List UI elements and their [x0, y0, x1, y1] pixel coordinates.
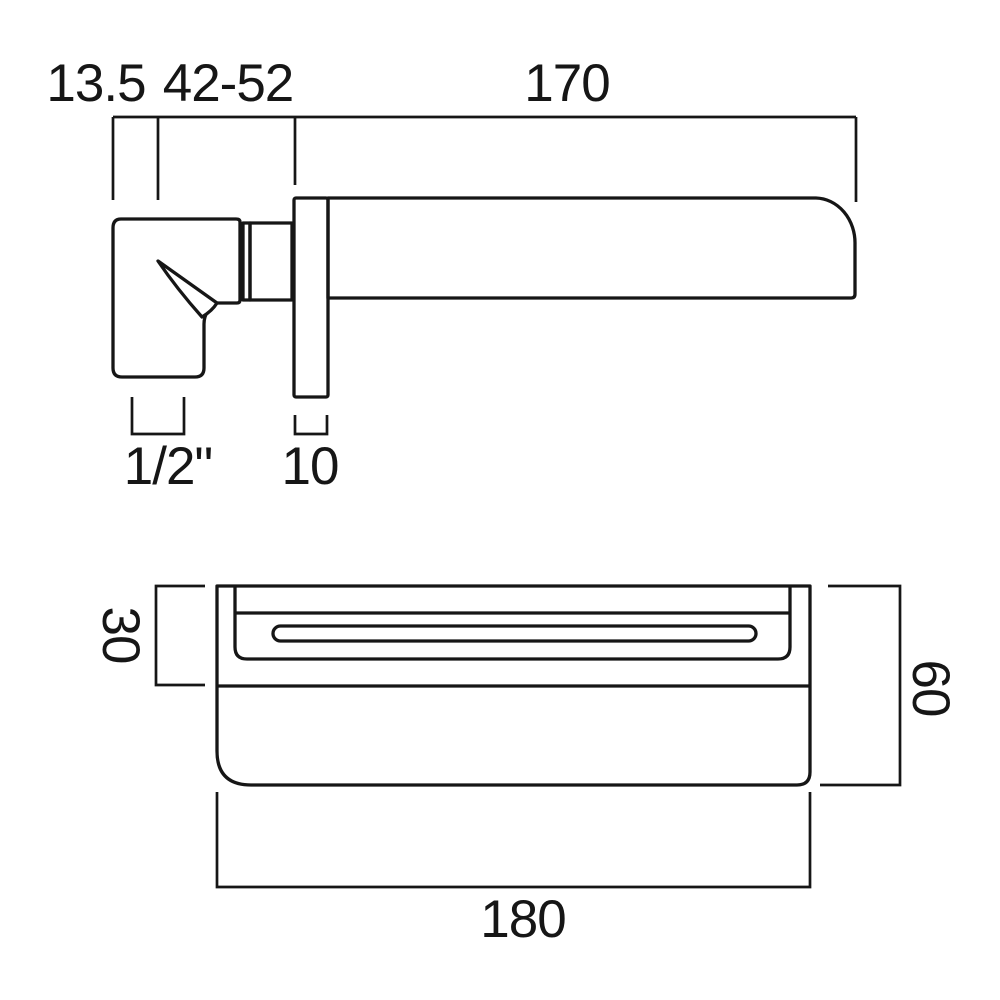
thread-dimension-bracket — [130, 397, 186, 436]
dim-label-handle-offset: 13.5 — [46, 54, 145, 113]
waterfall-recess — [233, 586, 792, 661]
dim-label-wall-plate-thickness: 10 — [282, 437, 339, 496]
dim-label-spout-section-height: 30 — [91, 607, 150, 664]
spout-front-outline — [215, 584, 812, 787]
dim-label-wall-depth-range: 42-52 — [163, 54, 294, 113]
waterfall-slot — [271, 624, 758, 643]
overall-height-dimension-bracket — [820, 584, 902, 787]
side-view: 13.5 42-52 170 1/2" 10 — [46, 54, 858, 496]
dim-label-inlet-thread: 1/2" — [124, 437, 213, 496]
dim-label-spout-projection: 170 — [524, 54, 609, 113]
front-view: 30 60 180 — [91, 584, 960, 949]
dim-label-overall-height: 60 — [901, 660, 960, 717]
wall-connector — [248, 221, 294, 302]
side-top-dimension-line — [111, 115, 858, 202]
control-handle-lever — [156, 259, 219, 319]
valve-body-outline — [111, 217, 242, 379]
plate-thickness-dimension-bracket — [293, 415, 329, 436]
spout-side-profile — [326, 196, 857, 300]
dim-label-overall-width: 180 — [480, 890, 565, 949]
overall-width-dimension-bracket — [215, 792, 812, 889]
spout-height-dimension-bracket — [154, 584, 205, 687]
wall-plate-side — [292, 196, 330, 399]
